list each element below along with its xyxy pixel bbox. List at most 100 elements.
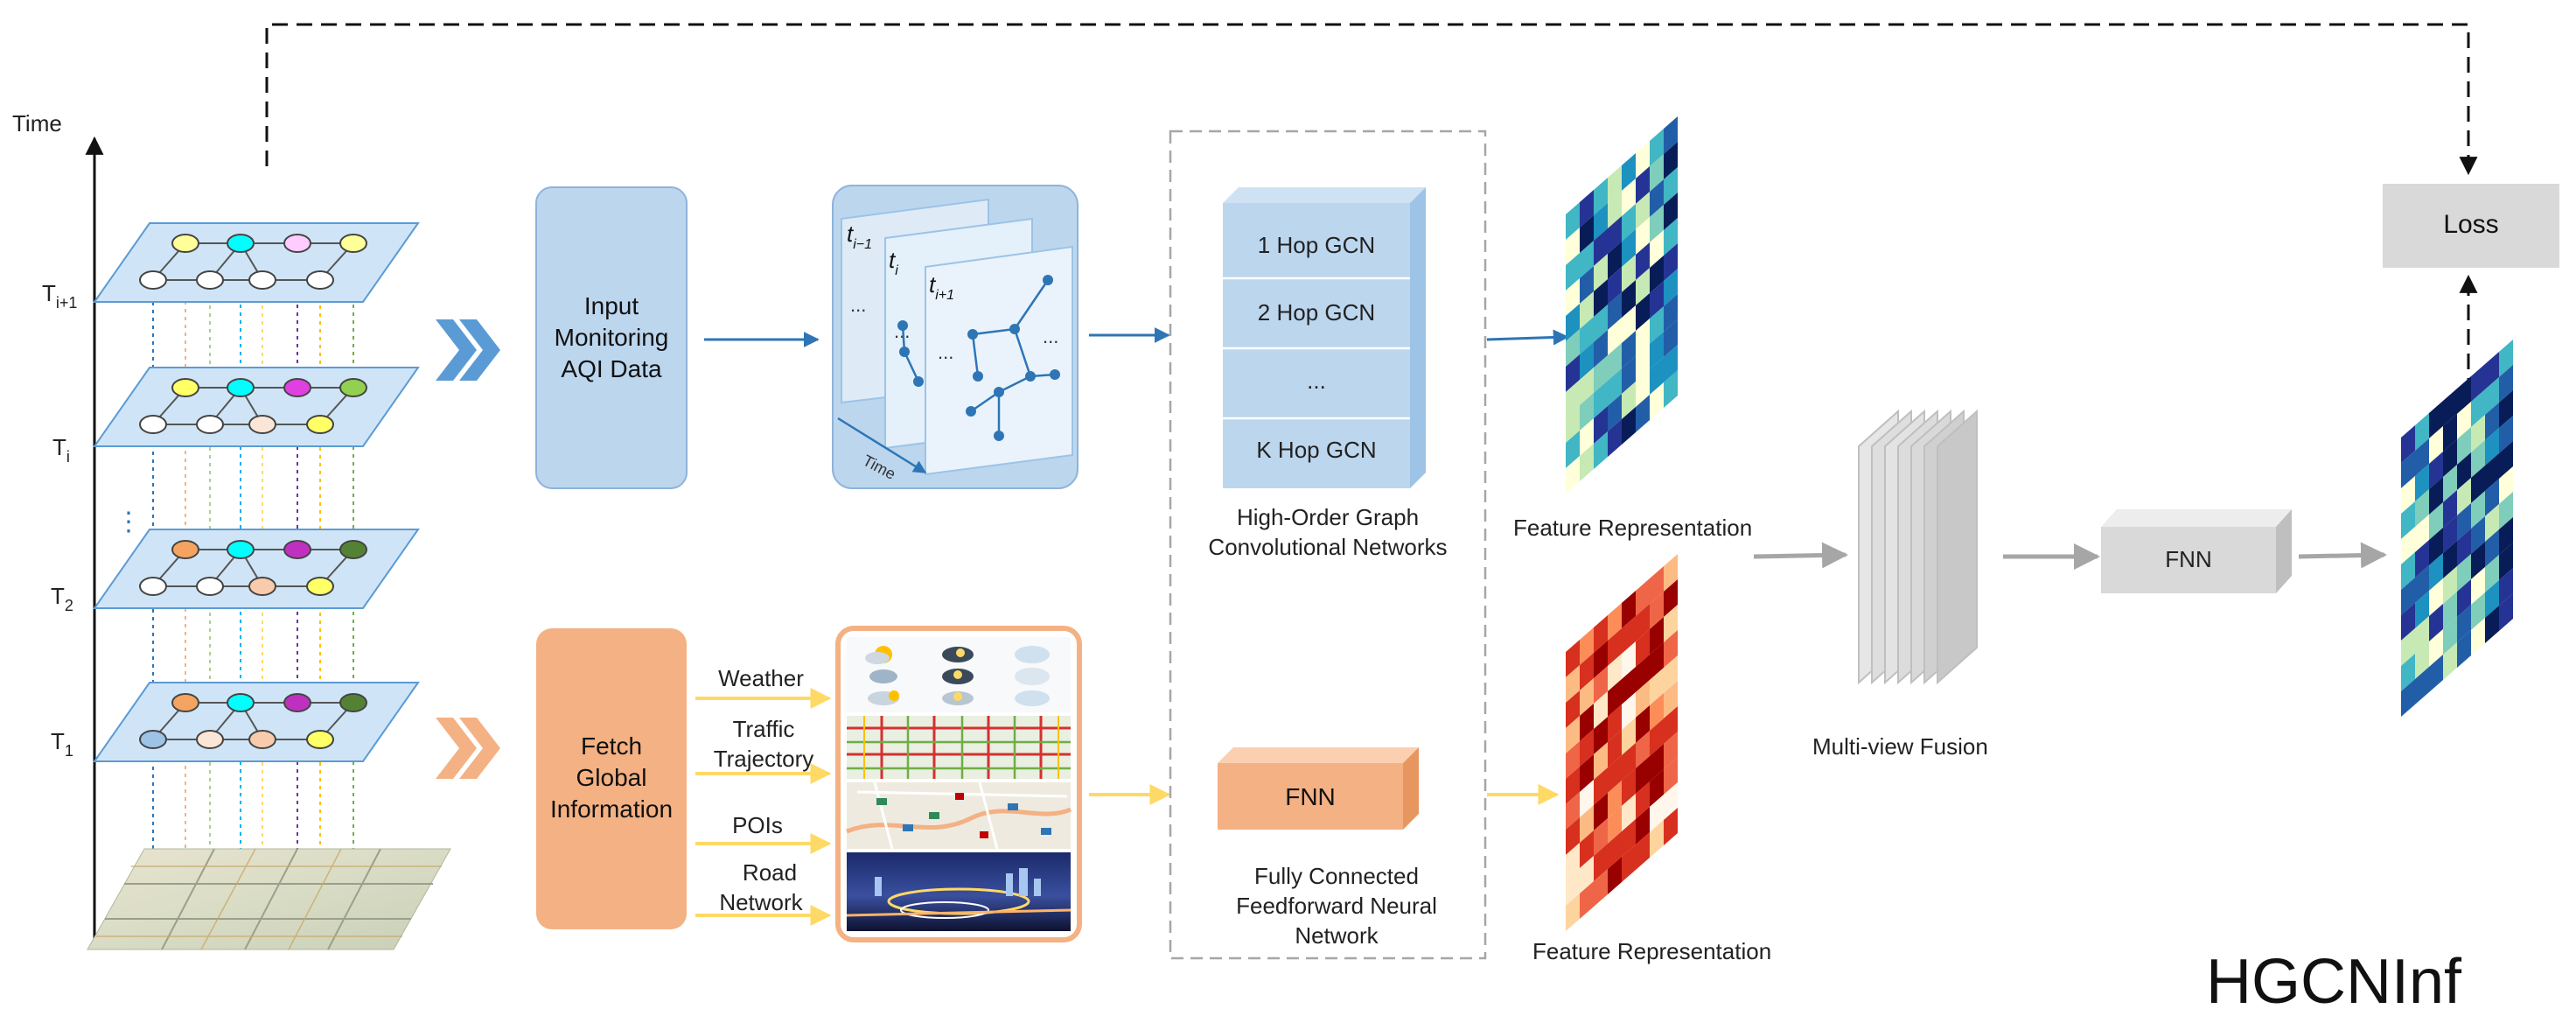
heatmap-cell [1594, 355, 1608, 393]
fnn-block-label: FNN [1285, 783, 1336, 810]
time-axis-title: Time [12, 110, 62, 137]
heatmap-cell [1608, 730, 1622, 767]
fnn-caption-1: Fully Connected [1254, 863, 1419, 889]
heatmap-cell [2457, 478, 2471, 515]
heatmap-cell [1664, 167, 1678, 205]
heatmap-cell [1622, 768, 1636, 806]
heatmap-cell [1622, 229, 1636, 267]
heatmap-cell [1608, 679, 1622, 717]
heatmap-cell [1566, 431, 1580, 468]
heatmap-cell [1650, 617, 1664, 655]
heatmap-cell [1636, 781, 1650, 819]
heatmap-cell [1664, 345, 1678, 382]
heatmap-cell [1636, 807, 1650, 844]
heatmap-cell [1622, 794, 1636, 831]
heatmap-cell [1650, 566, 1664, 604]
heatmap-cell [1664, 681, 1678, 718]
heatmap-cell [1608, 242, 1622, 279]
source-traffic-label-2: Trajectory [714, 746, 814, 772]
weather-icons-image [847, 637, 1071, 712]
gcn-caption-2: Convolutional Networks [1208, 534, 1447, 560]
heatmap-cell [1580, 368, 1594, 405]
heatmap-cell [1650, 769, 1664, 807]
heatmap-cell [2485, 352, 2499, 389]
heatmap-cell [1664, 218, 1678, 256]
heatmap-cell [1580, 266, 1594, 304]
heatmap-cell [2499, 492, 2513, 529]
heatmap-cell [1664, 757, 1678, 795]
graph-layer-ti [93, 367, 420, 447]
heatmap-cell [1664, 116, 1678, 154]
fetch-box-line-2: Global [576, 764, 647, 791]
graph-layer-t2 [93, 529, 420, 609]
heatmap-cell [1594, 641, 1608, 678]
heatmap-cell [2401, 527, 2415, 564]
heatmap-cell [1650, 306, 1664, 344]
heatmap-cell [1622, 692, 1636, 730]
heatmap-cell [2471, 542, 2485, 579]
heatmap-cell [2485, 606, 2499, 643]
heatmap-cell [1622, 382, 1636, 419]
heatmap-cell [1650, 744, 1664, 781]
heatmap-cell [1594, 869, 1608, 907]
layer-label-ti1: Ti+1 [42, 280, 77, 312]
heatmap-cell [1608, 857, 1622, 894]
city-map-base [87, 848, 451, 950]
heatmap-cell [1636, 680, 1650, 718]
heatmap-cell [2457, 579, 2471, 617]
heatmap-cell [1580, 704, 1594, 741]
heatmap-cell [1650, 332, 1664, 369]
heatmap-cell [1622, 255, 1636, 292]
heatmap-cell [1566, 792, 1580, 830]
heatmap-cell [1622, 153, 1636, 191]
graph-snapshot-stack: ti−1 ti ti+1 ... ... ... ... Time [832, 185, 1079, 489]
heatmap-cell [1580, 754, 1594, 792]
model-core-dashed-frame [1169, 130, 1487, 960]
heatmap-cell [1566, 741, 1580, 779]
feature-bottom-caption: Feature Representation [1532, 938, 1771, 964]
heatmap-cell [2485, 504, 2499, 542]
heatmap-cell [2499, 365, 2513, 403]
heatmap-cell [2429, 629, 2443, 667]
heatmap-cell [1608, 368, 1622, 406]
heatmap-cell [1608, 654, 1622, 691]
heatmap-cell [1566, 202, 1580, 240]
heatmap-cell [1594, 666, 1608, 704]
heatmap-cell [1566, 665, 1580, 703]
heatmap-cell [1580, 393, 1594, 431]
heatmap-cell [1566, 278, 1580, 316]
chevron-orange-icon [436, 718, 500, 779]
heatmap-cell [2429, 401, 2443, 438]
heatmap-cell [2401, 654, 2415, 691]
layer-ellipsis: ⋮ [115, 508, 142, 536]
heatmap-cell [1650, 642, 1664, 680]
heatmap-cell [1664, 370, 1678, 408]
heatmap-cell [1608, 755, 1622, 793]
heatmap-cell [1664, 782, 1678, 820]
heatmap-cell [1622, 407, 1636, 445]
heatmap-cell [2471, 389, 2485, 427]
heatmap-cell [1580, 241, 1594, 278]
heatmap-cell [1636, 268, 1650, 305]
heatmap-cell [1594, 717, 1608, 754]
heatmap-cell [1622, 204, 1636, 242]
heatmap-cell [1608, 603, 1622, 641]
heatmap-cell [1580, 444, 1594, 481]
heatmap-cell [2401, 552, 2415, 590]
output-fnn-block: FNN [2101, 509, 2292, 593]
heatmap-cell [2471, 592, 2485, 630]
model-name: HGCNInf [2206, 947, 2462, 1017]
heatmap-cell [1664, 142, 1678, 179]
heatmap-cell [2415, 591, 2429, 628]
heatmap-cell [1566, 893, 1580, 931]
heatmap-cell [1664, 294, 1678, 332]
heatmap-cell [2457, 376, 2471, 414]
heatmap-cell [1580, 215, 1594, 253]
heatmap-cell [1594, 178, 1608, 215]
heatmap-cell [2471, 567, 2485, 605]
heatmap-cell [1594, 228, 1608, 266]
heatmap-cell [2415, 667, 2429, 704]
source-traffic-label-1: Traffic [733, 716, 795, 742]
output-heatmap [2401, 340, 2513, 717]
